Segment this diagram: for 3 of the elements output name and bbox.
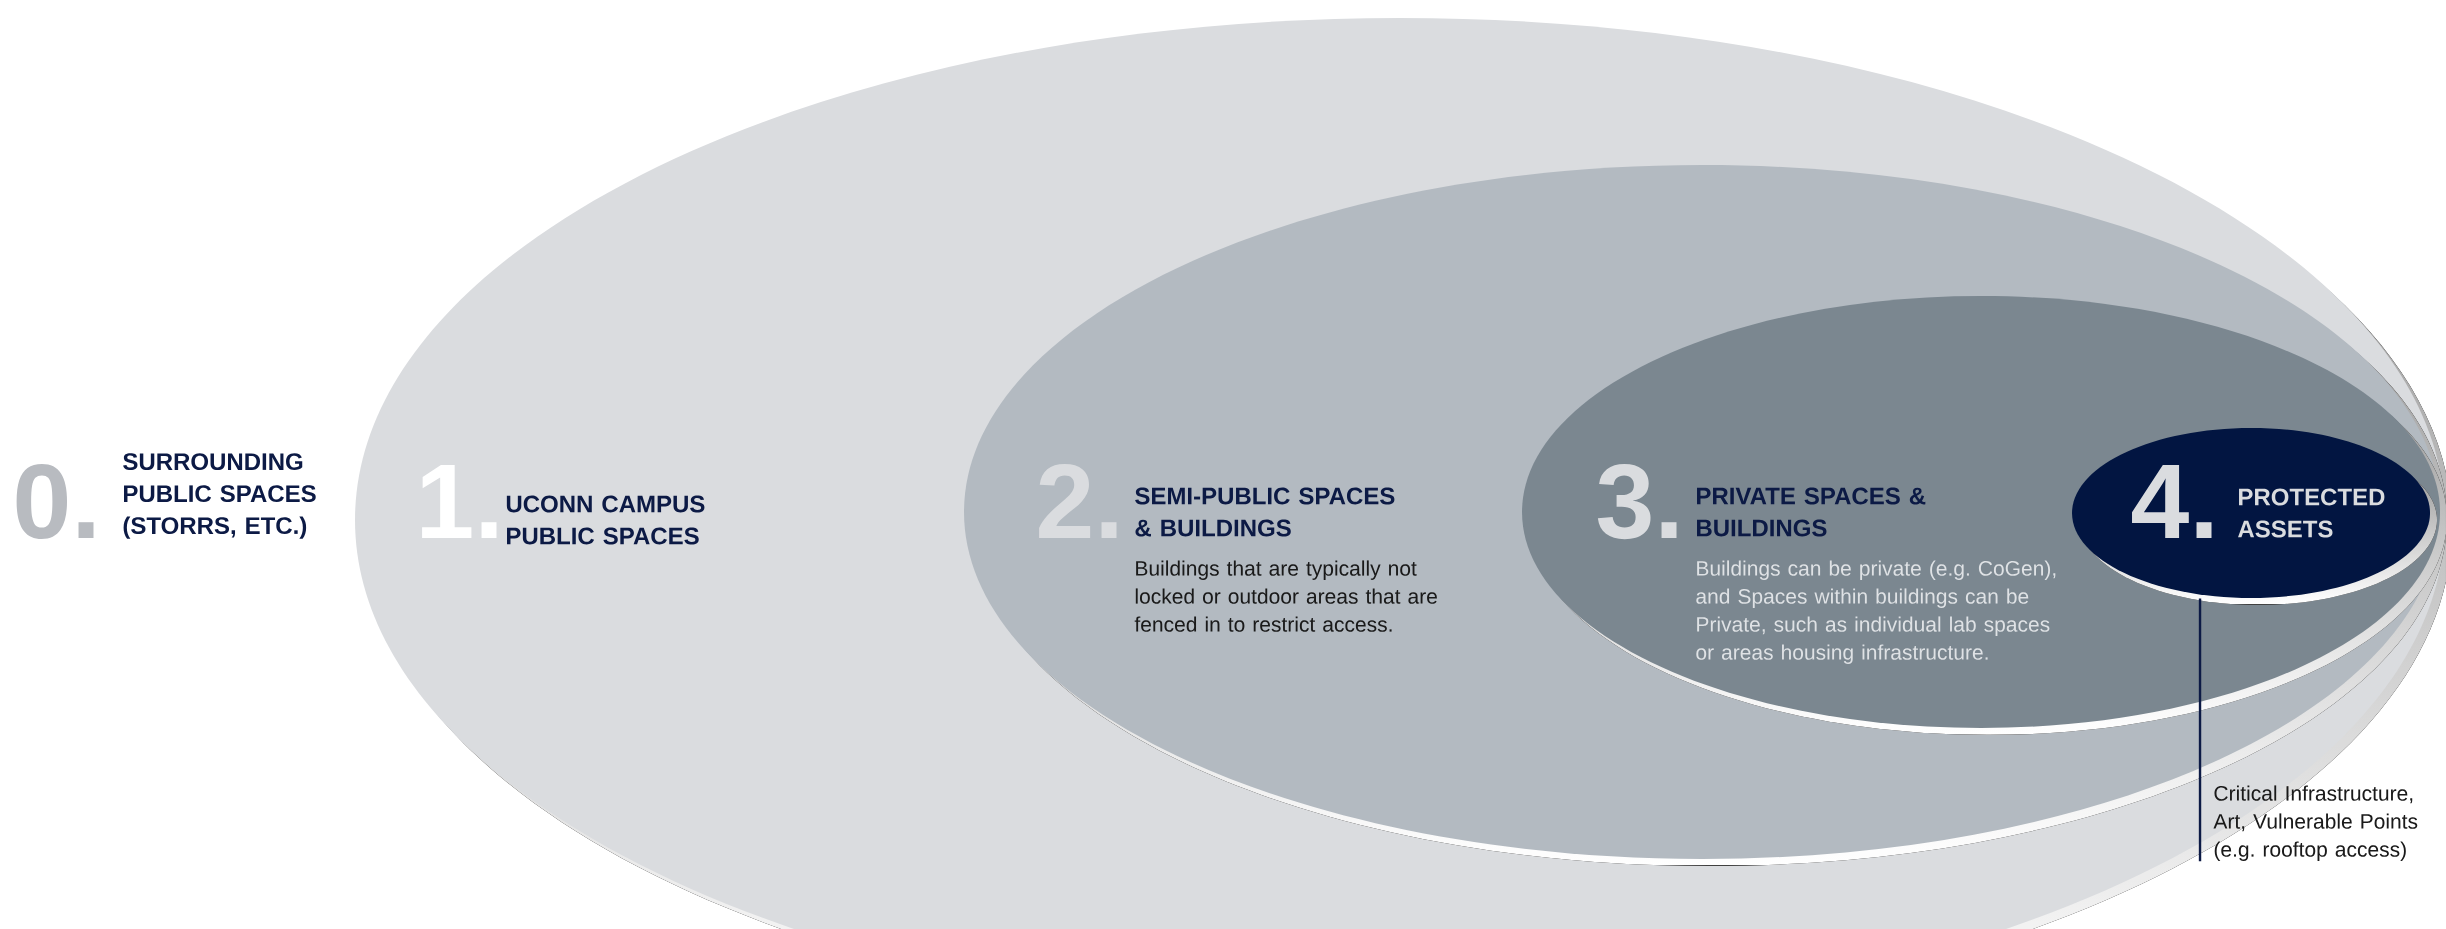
zone-heading: UCONN CAMPUS PUBLIC SPACES [506,495,705,545]
zone-heading: SURROUNDING PUBLIC SPACES (STORRS, ETC.) [123,453,316,539]
zone-number: 0. [16,464,94,540]
